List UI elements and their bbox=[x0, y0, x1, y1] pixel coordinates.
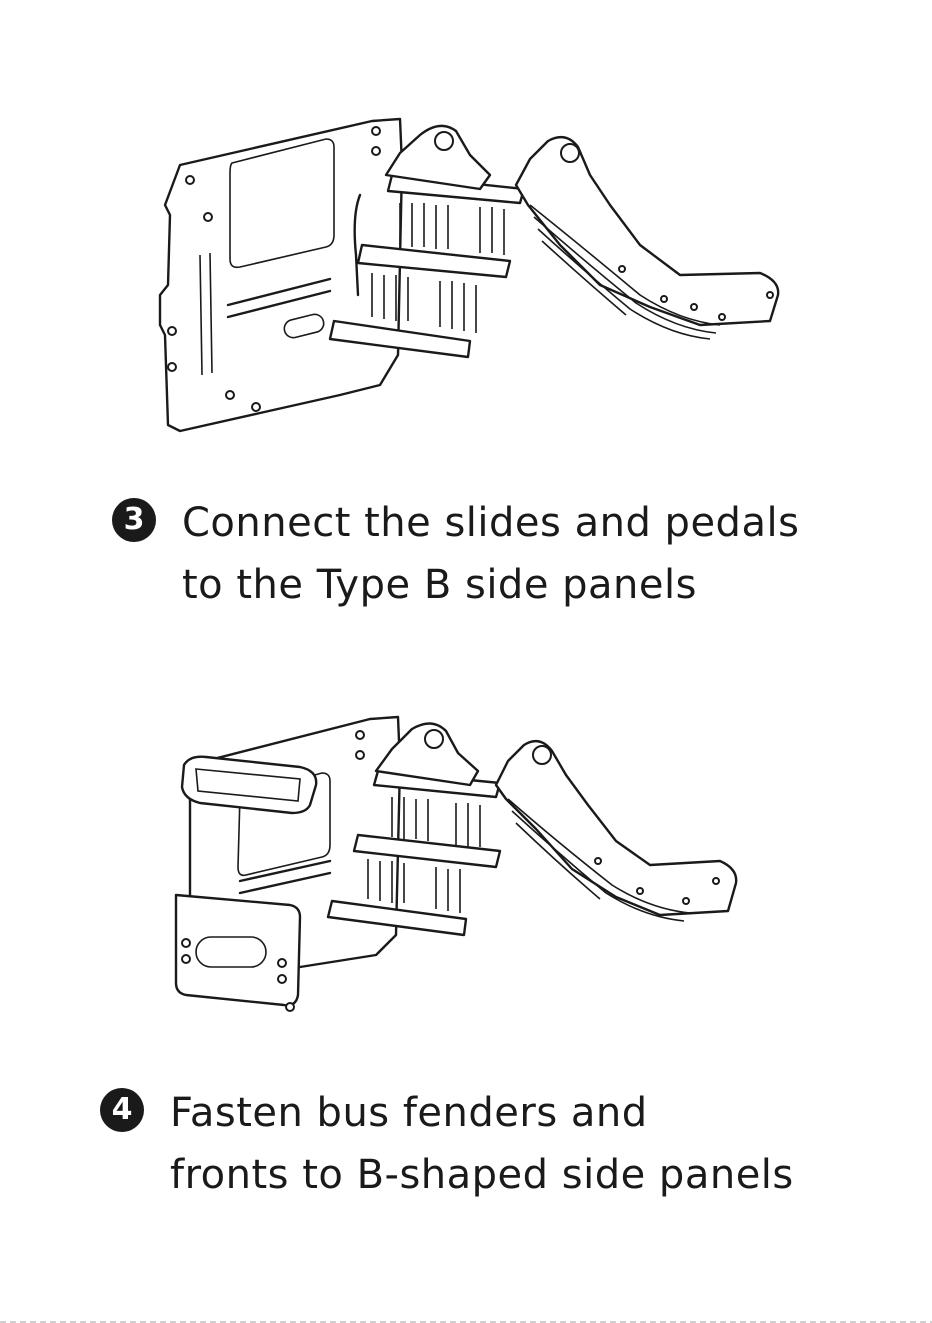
step-number-badge: 3 bbox=[112, 498, 156, 542]
step-text-line: to the Type B side panels bbox=[182, 554, 799, 616]
step-text-line: fronts to B-shaped side panels bbox=[170, 1144, 794, 1206]
assembly-drawing-fenders-fronts bbox=[0, 705, 932, 1035]
step-3-illustration bbox=[0, 95, 932, 440]
step-4-instruction: 4 Fasten bus fenders and fronts to B-sha… bbox=[100, 1082, 794, 1206]
step-text: Connect the slides and pedals to the Typ… bbox=[182, 492, 799, 616]
step-text-line: Fasten bus fenders and bbox=[170, 1082, 794, 1144]
assembly-drawing-panel-slide-pedals bbox=[0, 95, 932, 440]
step-text: Fasten bus fenders and fronts to B-shape… bbox=[170, 1082, 794, 1206]
step-number-badge: 4 bbox=[100, 1088, 144, 1132]
step-3-instruction: 3 Connect the slides and pedals to the T… bbox=[112, 492, 799, 616]
step-text-line: Connect the slides and pedals bbox=[182, 492, 799, 554]
step-4-illustration bbox=[0, 705, 932, 1035]
